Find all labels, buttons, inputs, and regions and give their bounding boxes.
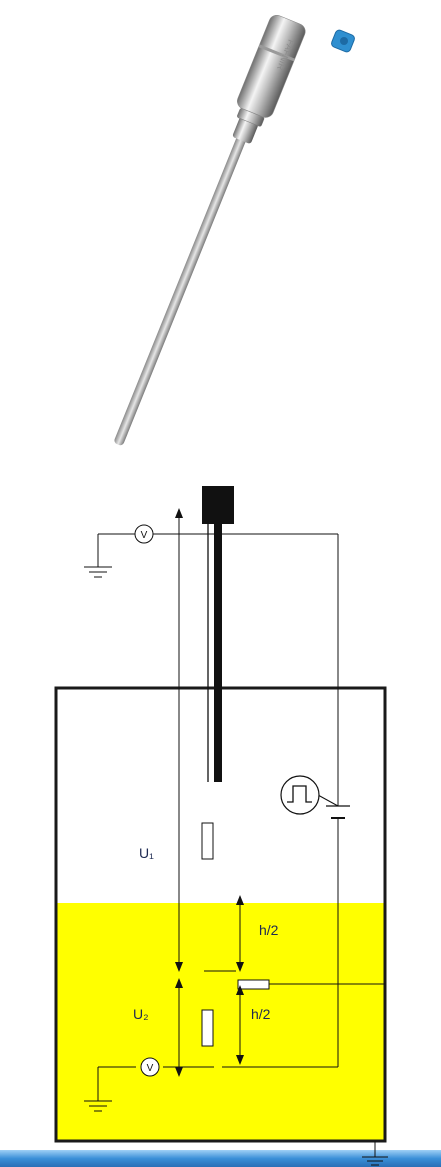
- ground-symbol-bottom: [84, 1100, 112, 1112]
- h-half-lower-arrow: [236, 985, 244, 1065]
- probe-head: [202, 486, 234, 524]
- ground-symbol-top: [84, 566, 112, 578]
- label-h-half-lower: h/2: [251, 1006, 271, 1022]
- probe-electrode: [214, 522, 222, 782]
- voltmeter-bottom: V: [140, 1057, 160, 1077]
- float-contact: [237, 979, 270, 990]
- battery-symbol: [326, 805, 350, 819]
- label-u1: U₁: [139, 845, 154, 861]
- voltmeter-bottom-label: V: [147, 1063, 154, 1074]
- u1-dimension-arrow: [175, 508, 183, 972]
- probe-housing: [237, 14, 306, 118]
- probe-rod: [114, 119, 253, 446]
- label-h-half-upper: h/2: [259, 922, 279, 938]
- probe-connector: [331, 29, 355, 53]
- footer-bar: [0, 1150, 441, 1167]
- label-u2: U₂: [133, 1006, 149, 1022]
- measurement-diagram: V V: [54, 486, 387, 1143]
- pulse-generator: [280, 775, 320, 815]
- ground-symbol-footer: [362, 1141, 388, 1166]
- level-probe-photo: FAFNIR: [114, 14, 355, 446]
- resistor-lower: [201, 1009, 214, 1047]
- voltmeter-top: V: [134, 524, 154, 544]
- resistor-upper: [201, 822, 214, 860]
- h-half-upper-arrow: [236, 895, 244, 972]
- u2-dimension-arrow: [175, 978, 183, 1077]
- probe-fitting: [232, 117, 258, 144]
- voltmeter-top-label: V: [141, 530, 148, 541]
- tank-liquid: [56, 903, 385, 1141]
